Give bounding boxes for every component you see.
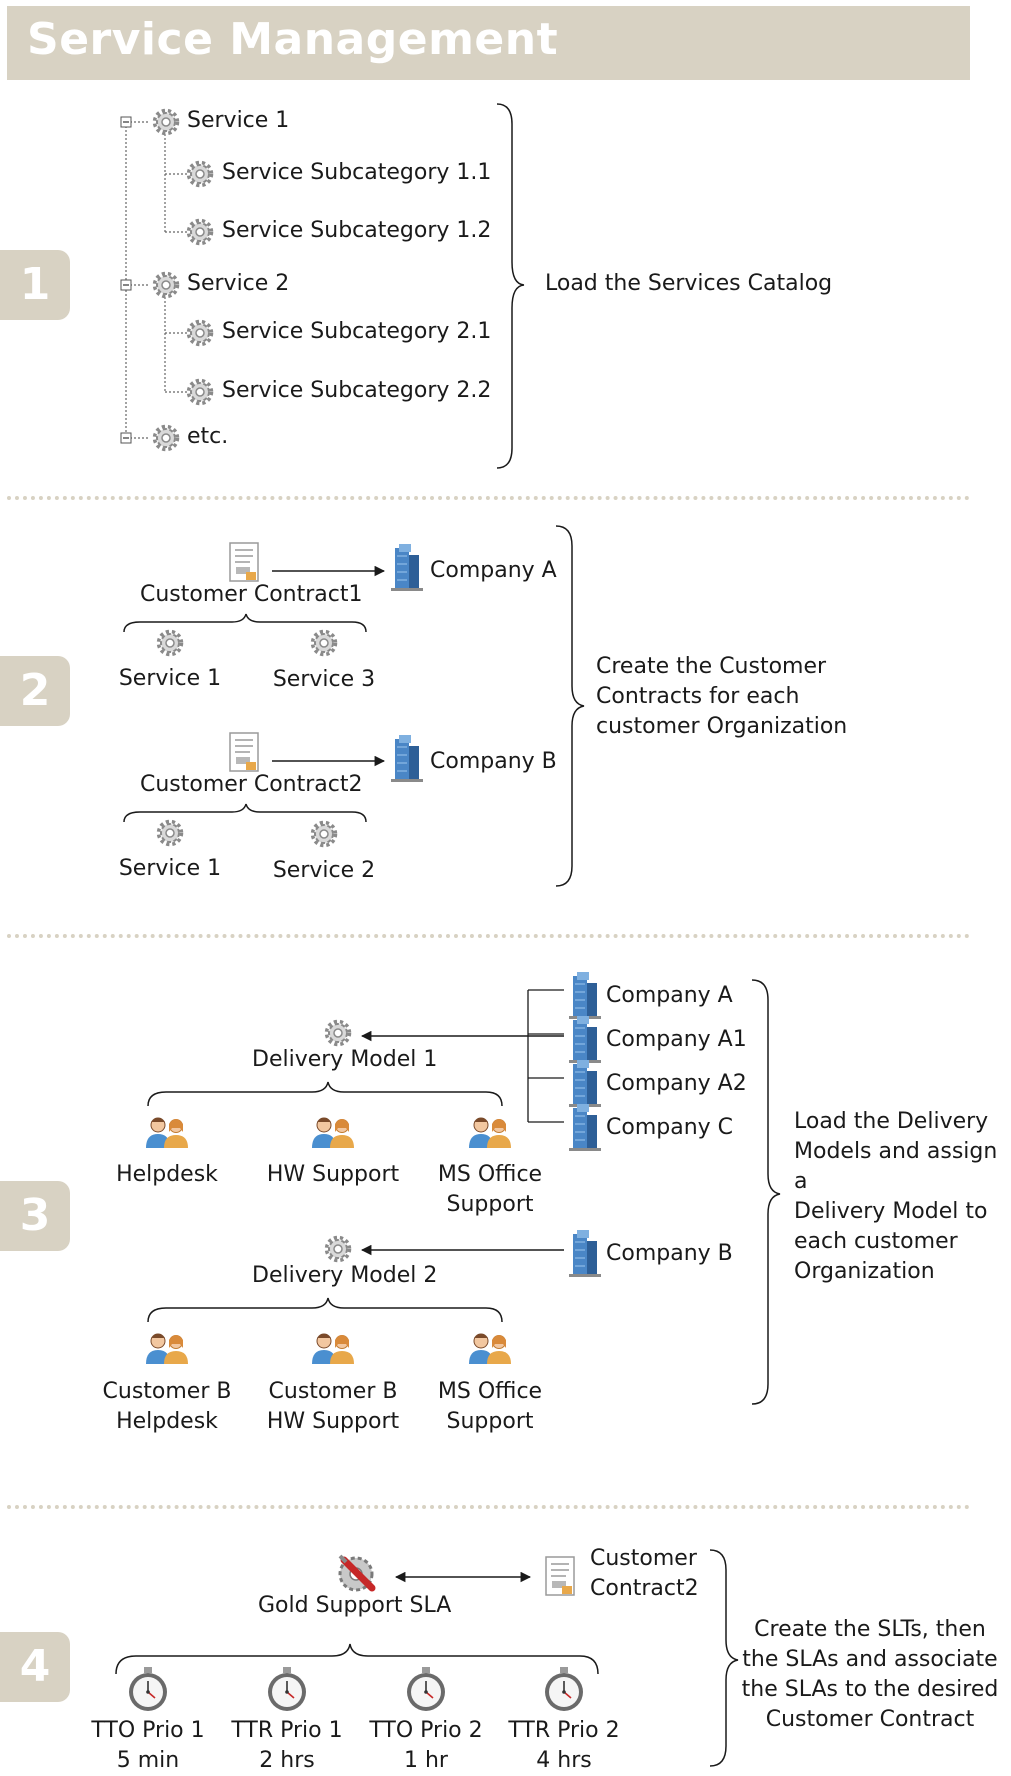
building-icon <box>568 1015 602 1064</box>
section-divider <box>7 934 970 938</box>
gear-icon <box>186 378 214 406</box>
building-icon <box>568 971 602 1020</box>
team-icon <box>145 1117 189 1149</box>
tree-subcategory-2-1[interactable]: Service Subcategory 2.1 <box>222 319 492 344</box>
contract-label: Customer Contract2 <box>590 1546 699 1601</box>
stopwatch-icon <box>406 1666 446 1712</box>
team-label: Customer B HW Support <box>266 1379 400 1434</box>
step-badge-1: 1 <box>0 250 70 320</box>
brace <box>123 803 367 823</box>
team-icon <box>311 1117 355 1149</box>
gear-icon <box>324 1019 352 1047</box>
gear-icon <box>152 108 180 136</box>
company-label: Company A <box>606 983 733 1008</box>
tree-subcategory-1-1[interactable]: Service Subcategory 1.1 <box>222 160 492 185</box>
building-icon <box>568 1103 602 1152</box>
brace <box>123 613 367 633</box>
document-icon <box>229 732 259 772</box>
brace <box>555 525 585 887</box>
gear-icon <box>310 820 338 848</box>
tree-service-1[interactable]: Service 1 <box>187 108 290 133</box>
document-icon <box>545 1556 575 1596</box>
sla-label: Gold Support SLA <box>258 1593 452 1618</box>
stopwatch-icon <box>128 1666 168 1712</box>
building-icon <box>568 1059 602 1108</box>
gear-icon <box>186 218 214 246</box>
contract1-service-label: Service 1 <box>118 666 222 691</box>
building-icon <box>568 1229 602 1278</box>
company-connector <box>527 989 564 1123</box>
team-label: MS Office Support <box>437 1379 543 1434</box>
team-icon <box>311 1333 355 1365</box>
stopwatch-icon <box>267 1666 307 1712</box>
company-label: Company A1 <box>606 1027 747 1052</box>
company-label: Company A2 <box>606 1071 747 1096</box>
tree-etc[interactable]: etc. <box>187 424 229 449</box>
team-label: HW Support <box>266 1162 400 1187</box>
section-divider <box>7 1505 970 1509</box>
contract1-label: Customer Contract1 <box>140 582 363 607</box>
brace <box>147 1081 503 1107</box>
section3-caption: Load the Delivery Models and assign a De… <box>794 1109 998 1284</box>
brace <box>147 1297 503 1323</box>
brace <box>751 979 781 1405</box>
gear-icon <box>156 819 184 847</box>
contract2-service-label: Service 2 <box>272 858 376 883</box>
gear-icon <box>186 160 214 188</box>
team-icon <box>145 1333 189 1365</box>
gear-icon <box>152 271 180 299</box>
company-a-label: Company A <box>430 558 557 583</box>
team-icon <box>468 1333 512 1365</box>
contract1-service-label: Service 3 <box>272 667 376 692</box>
delivery-model-2-label: Delivery Model 2 <box>252 1263 438 1288</box>
building-icon <box>390 734 424 783</box>
tree-connectors <box>125 121 187 439</box>
collapse-icon[interactable] <box>120 279 132 291</box>
team-icon <box>468 1117 512 1149</box>
section4-caption: Create the SLTs, then the SLAs and assoc… <box>741 1617 999 1732</box>
slt-label: TTR Prio 1 2 hrs <box>231 1718 343 1773</box>
sla-tool-icon <box>340 1556 372 1590</box>
tree-service-2[interactable]: Service 2 <box>187 271 290 296</box>
slt-label: TTO Prio 2 1 hr <box>369 1718 483 1773</box>
section2-caption: Create the Customer Contracts for each c… <box>596 654 848 739</box>
team-label: MS Office Support <box>437 1162 543 1217</box>
team-label: Helpdesk <box>116 1162 218 1187</box>
brace <box>496 103 525 469</box>
brace <box>709 1549 739 1767</box>
brace <box>115 1643 599 1675</box>
collapse-icon[interactable] <box>120 432 132 444</box>
gear-icon <box>310 629 338 657</box>
company-b-label: Company B <box>430 749 557 774</box>
team-label: Customer B Helpdesk <box>102 1379 232 1434</box>
stopwatch-icon <box>544 1666 584 1712</box>
gear-icon <box>152 424 180 452</box>
contract2-label: Customer Contract2 <box>140 772 363 797</box>
contract2-service-label: Service 1 <box>118 856 222 881</box>
delivery-model-1-label: Delivery Model 1 <box>252 1047 438 1072</box>
step-badge-3: 3 <box>0 1181 70 1251</box>
tree-subcategory-1-2[interactable]: Service Subcategory 1.2 <box>222 218 492 243</box>
gear-icon <box>156 629 184 657</box>
gear-icon <box>324 1235 352 1263</box>
page-title: Service Management <box>27 14 559 65</box>
slt-label: TTR Prio 2 4 hrs <box>508 1718 620 1773</box>
section-divider <box>7 496 970 500</box>
collapse-icon[interactable] <box>120 116 132 128</box>
section1-caption: Load the Services Catalog <box>545 271 833 296</box>
tree-subcategory-2-2[interactable]: Service Subcategory 2.2 <box>222 378 492 403</box>
gear-icon <box>186 319 214 347</box>
step-badge-4: 4 <box>0 1632 70 1702</box>
header-banner: Service Management <box>7 6 970 80</box>
company-label: Company C <box>606 1115 734 1140</box>
document-icon <box>229 542 259 582</box>
step-badge-2: 2 <box>0 656 70 726</box>
slt-label: TTO Prio 1 5 min <box>91 1718 205 1773</box>
building-icon <box>390 543 424 592</box>
company-b-label: Company B <box>606 1241 733 1266</box>
